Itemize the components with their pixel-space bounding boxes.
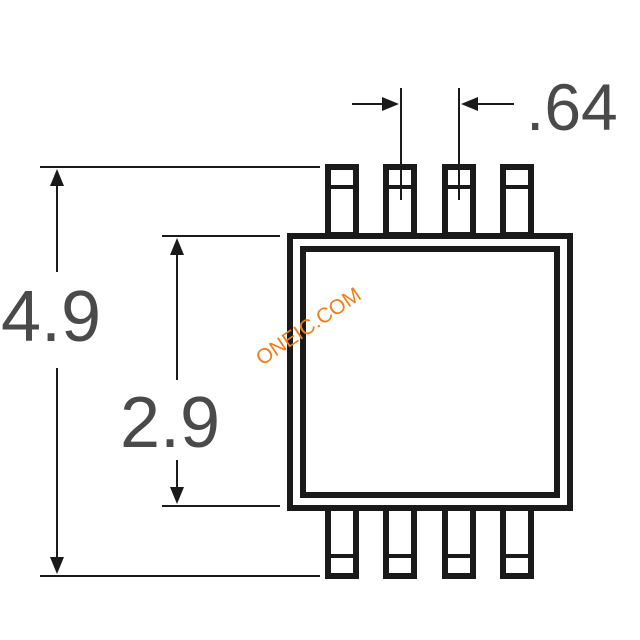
width-arrow-top	[50, 169, 64, 186]
top-lead-1	[325, 164, 359, 238]
top-lead-4	[500, 164, 534, 238]
package-width-dimension	[40, 166, 320, 577]
package-body	[287, 233, 573, 511]
pitch-arrow-right	[461, 97, 478, 111]
body-width-dimension	[162, 235, 280, 507]
body-width-label: 2.9	[120, 383, 220, 463]
bottom-lead-3	[442, 505, 476, 579]
bottom-lead-4	[500, 505, 534, 579]
package-width-label: 4.9	[1, 277, 101, 357]
pitch-arrow-left	[382, 97, 399, 111]
bottom-lead-2	[383, 505, 417, 579]
bottom-leads	[325, 505, 534, 579]
top-leads	[325, 164, 534, 238]
bottom-lead-1	[325, 505, 359, 579]
width-arrow-bottom	[50, 557, 64, 574]
body-inner-outline	[300, 246, 560, 498]
pitch-dimension	[352, 88, 514, 200]
body-arrow-top	[170, 238, 184, 255]
pitch-dimension-label: .64	[526, 70, 618, 144]
body-arrow-bottom	[170, 487, 184, 504]
body-outer-outline	[287, 233, 573, 511]
